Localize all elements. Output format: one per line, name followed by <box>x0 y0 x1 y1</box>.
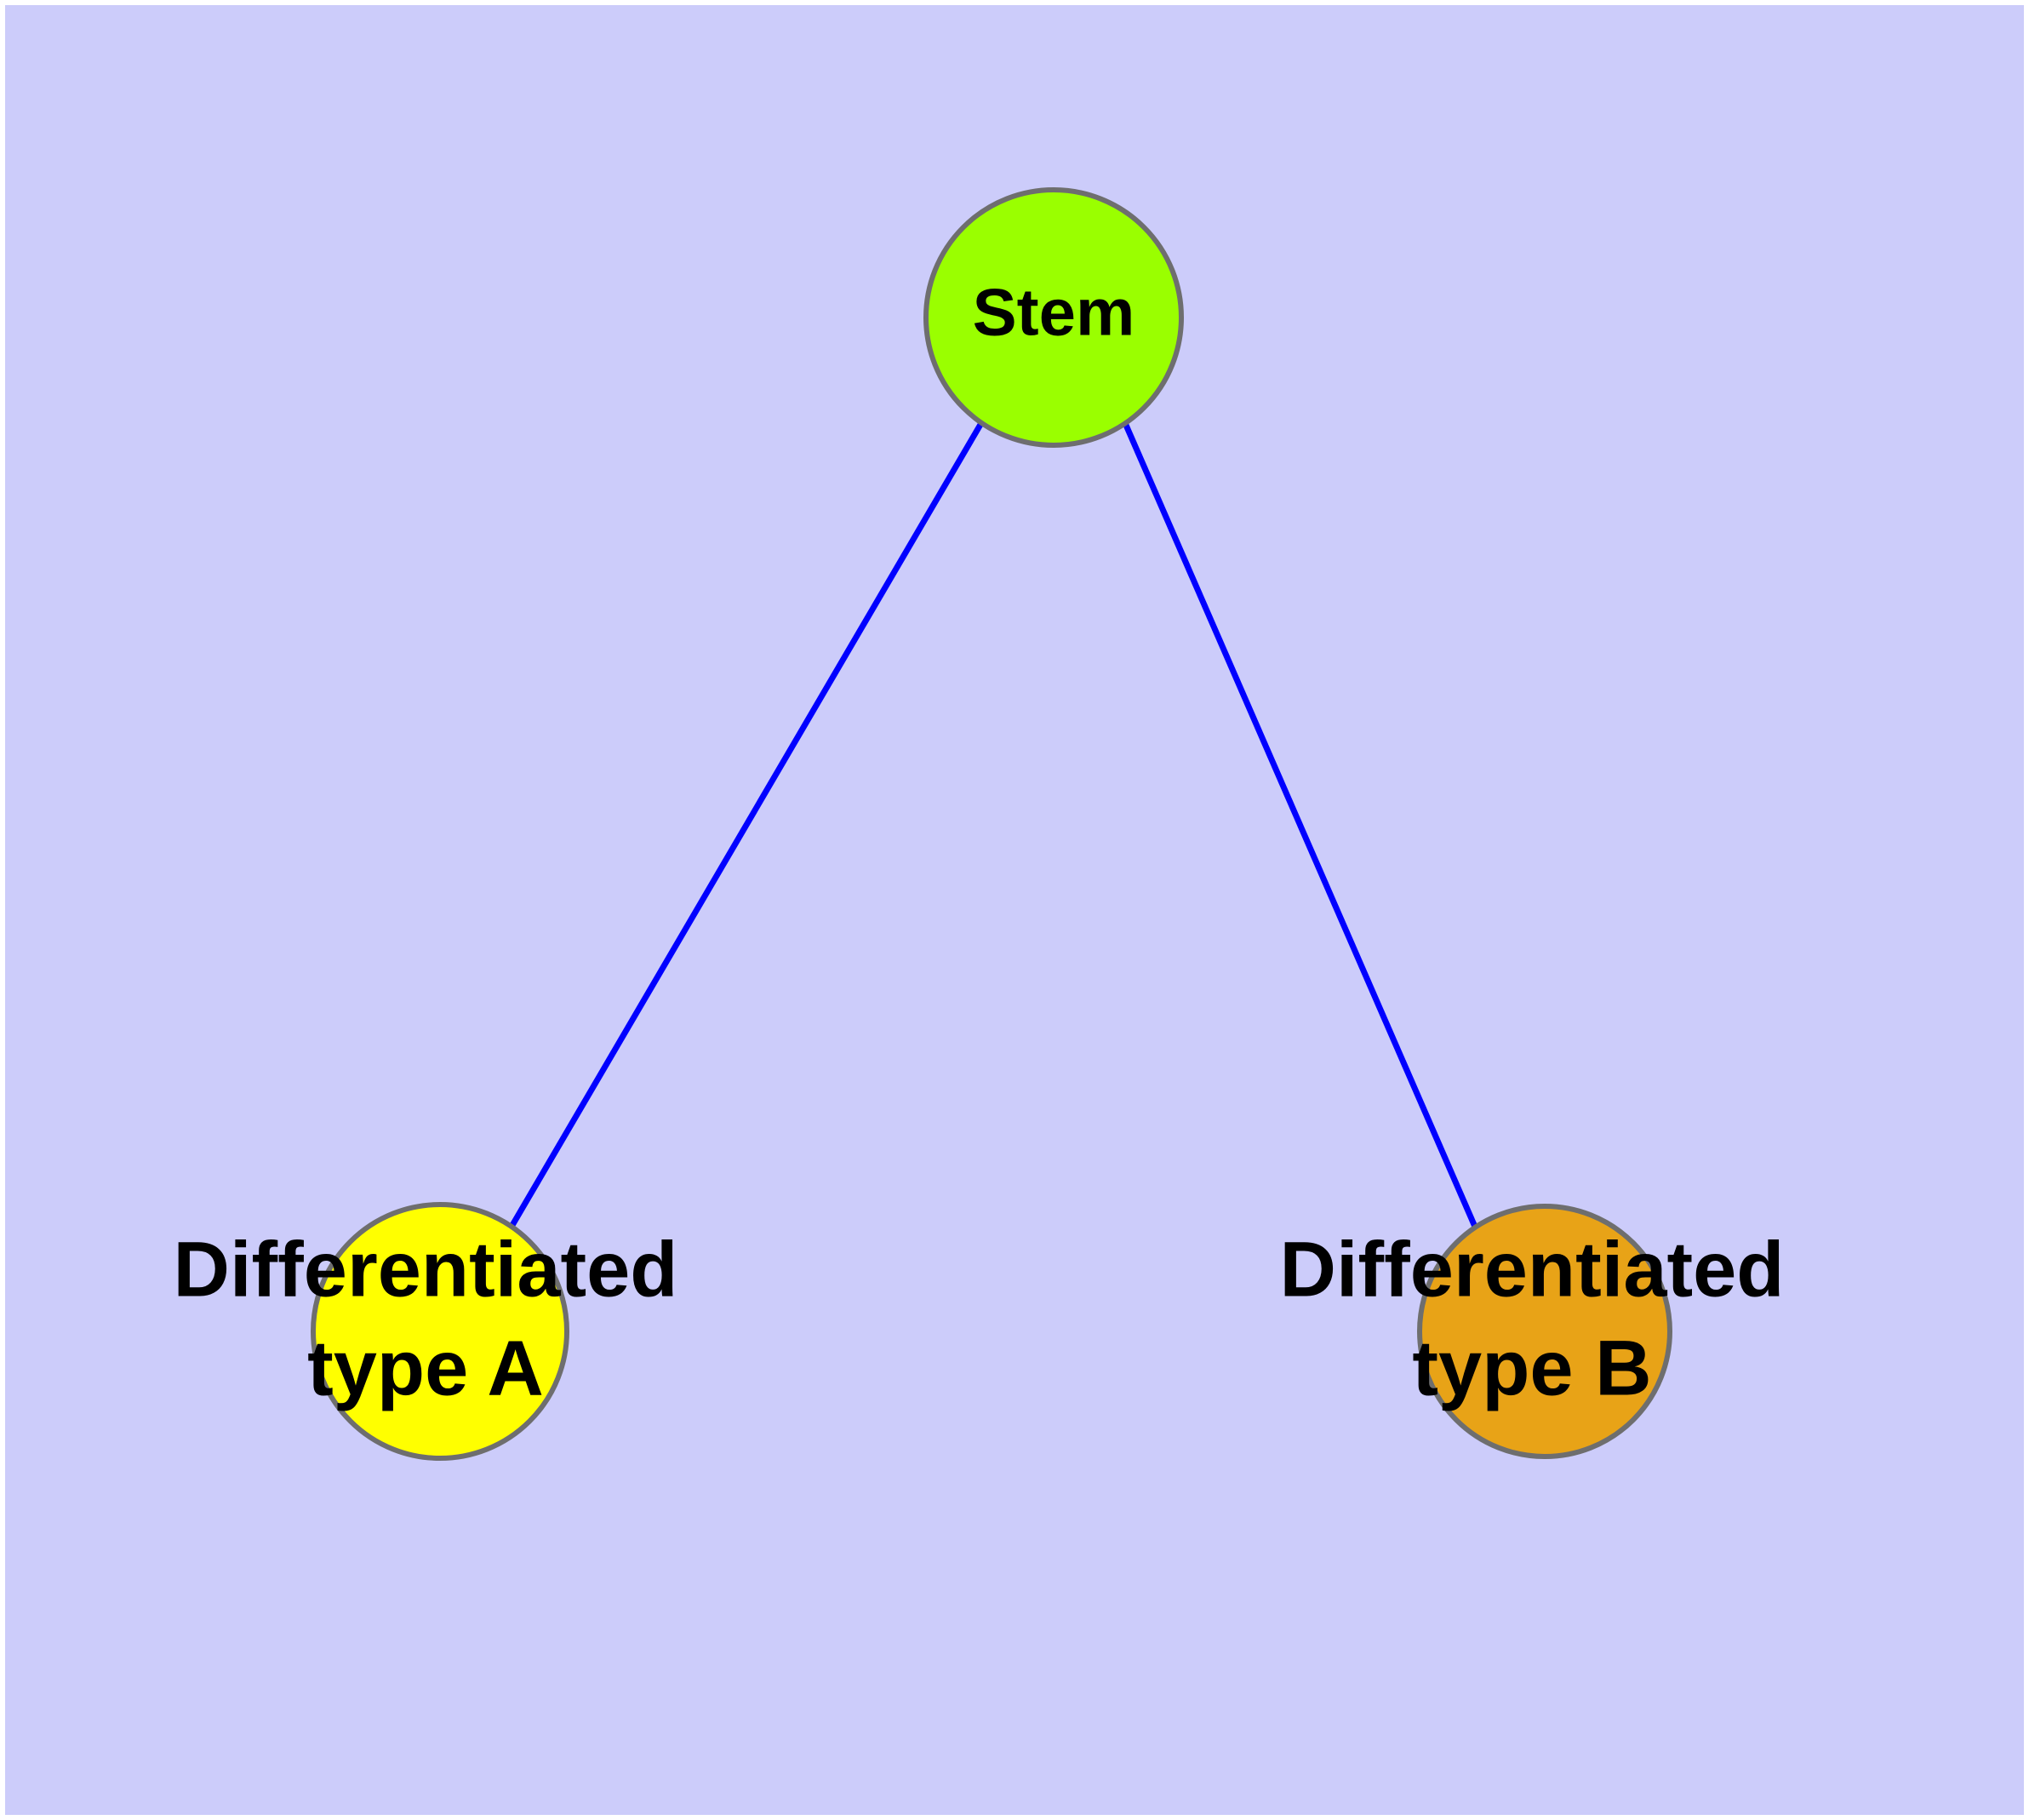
edge-stem-to-type-b[interactable] <box>1122 421 1478 1228</box>
node-type-a[interactable] <box>311 1202 569 1461</box>
node-type-b[interactable] <box>1417 1204 1672 1459</box>
node-type-a-circle[interactable] <box>311 1202 569 1461</box>
node-type-b-label-line1: Differentiated <box>1280 1226 1785 1313</box>
node-stem[interactable] <box>923 187 1184 448</box>
node-type-a-label-line2: type A <box>307 1325 544 1411</box>
node-stem-circle[interactable] <box>923 187 1184 448</box>
node-type-b-label-line2: type B <box>1412 1325 1651 1411</box>
edge-stem-to-type-a[interactable] <box>508 421 985 1228</box>
node-type-b-circle[interactable] <box>1417 1204 1672 1459</box>
node-type-a-label-line1: Differentiated <box>174 1226 678 1313</box>
edge-layer <box>508 421 1478 1228</box>
node-layer <box>311 187 1672 1461</box>
label-layer: Stem Differentiated type A Differentiate… <box>174 275 1785 1412</box>
node-stem-label: Stem <box>973 275 1135 350</box>
